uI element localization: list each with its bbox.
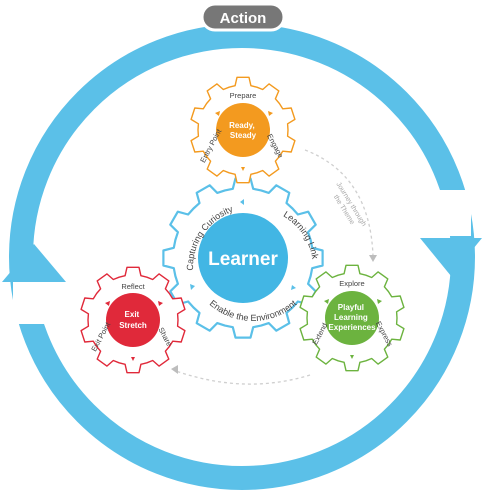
journey-label: Journey through the Theme: [327, 181, 368, 234]
red-heart-left: [105, 301, 110, 306]
exit-stretch-circle: [106, 293, 160, 347]
journey-arrow-top-right: [304, 149, 374, 257]
red-heart-bottom: [131, 357, 135, 361]
journey-arrowhead-right: [369, 255, 377, 262]
green-heart-bottom: [350, 355, 354, 359]
playful-line-2: Learning: [334, 313, 368, 322]
orange-heart-left: [215, 111, 220, 116]
center-heart-top: [240, 199, 244, 205]
orange-heart-bottom: [241, 167, 245, 171]
action-tab-label: Action: [220, 10, 267, 27]
reflect-label: Reflect: [121, 282, 145, 291]
exit-stretch-line-2: Stretch: [119, 321, 147, 330]
journey-arrowhead-left: [171, 365, 178, 374]
ring-bottom-label: Learner Agency: [182, 428, 302, 454]
green-heart-left: [324, 299, 329, 304]
playful-line-1: Playful: [338, 303, 364, 312]
red-heart-right: [158, 301, 163, 306]
svg-text:Ready, Steady: Ready, Steady: [229, 121, 257, 140]
svg-text:Learner Agency: Learner Agency: [182, 428, 302, 454]
gear-ready-steady: Ready, Steady Prepare Engage Entry Point: [190, 76, 296, 184]
gear-exit-stretch: Exit Stretch Reflect Share Exit Point: [80, 266, 186, 374]
svg-text:Exit Stretch: Exit Stretch: [119, 310, 147, 330]
playful-learning-circle: [325, 291, 379, 345]
center-heart-right: [291, 285, 296, 290]
svg-text:Playful Learning E: Playful Learning Experiences: [328, 303, 376, 332]
center-heart-left: [190, 284, 195, 290]
learner-title: Learner: [208, 249, 278, 270]
action-tab: Action: [200, 2, 286, 32]
orange-heart-right: [268, 111, 273, 116]
right-arrow-head: [420, 238, 482, 276]
gear-playful-learning: Playful Learning Experiences Explore Exp…: [299, 264, 405, 372]
action-tab-background: [200, 2, 286, 32]
prepare-label: Prepare: [230, 91, 257, 100]
ready-steady-line-2: Steady: [230, 131, 257, 140]
exit-stretch-line-1: Exit: [125, 310, 140, 319]
ready-steady-circle: [216, 103, 270, 157]
left-arrow-head: [2, 244, 66, 282]
journey-arrow-bottom: [175, 370, 311, 385]
learner-circle: [198, 213, 288, 303]
playful-line-3: Experiences: [328, 323, 376, 332]
explore-label: Explore: [339, 279, 364, 288]
ready-steady-line-1: Ready,: [229, 121, 255, 130]
green-heart-right: [377, 299, 382, 304]
center-gear: Learner Capturing Curiosity Learning Lin…: [162, 177, 324, 339]
